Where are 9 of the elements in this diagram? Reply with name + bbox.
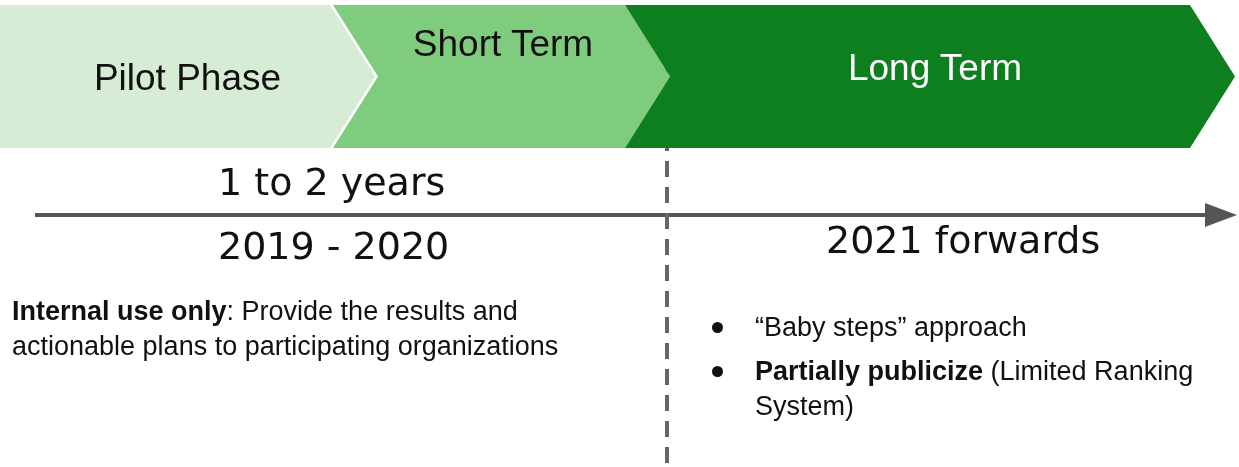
year-range-label: 2019 - 2020 [218,224,450,268]
phase-label: Short Term [411,23,595,66]
description-text: Internal use only: Provide the results and actionable plans to participating organizations [12,295,560,364]
bullet-text: Partially publicize (Limited Ranking System) [755,355,1195,424]
phase-label: Long Term [846,47,1024,90]
bullet-text: “Baby steps” approach [755,311,1027,344]
year-range-label: 2021 forwards [826,218,1101,262]
phase-label: Pilot Phase [92,57,283,100]
duration-label: 1 to 2 years [218,160,446,204]
